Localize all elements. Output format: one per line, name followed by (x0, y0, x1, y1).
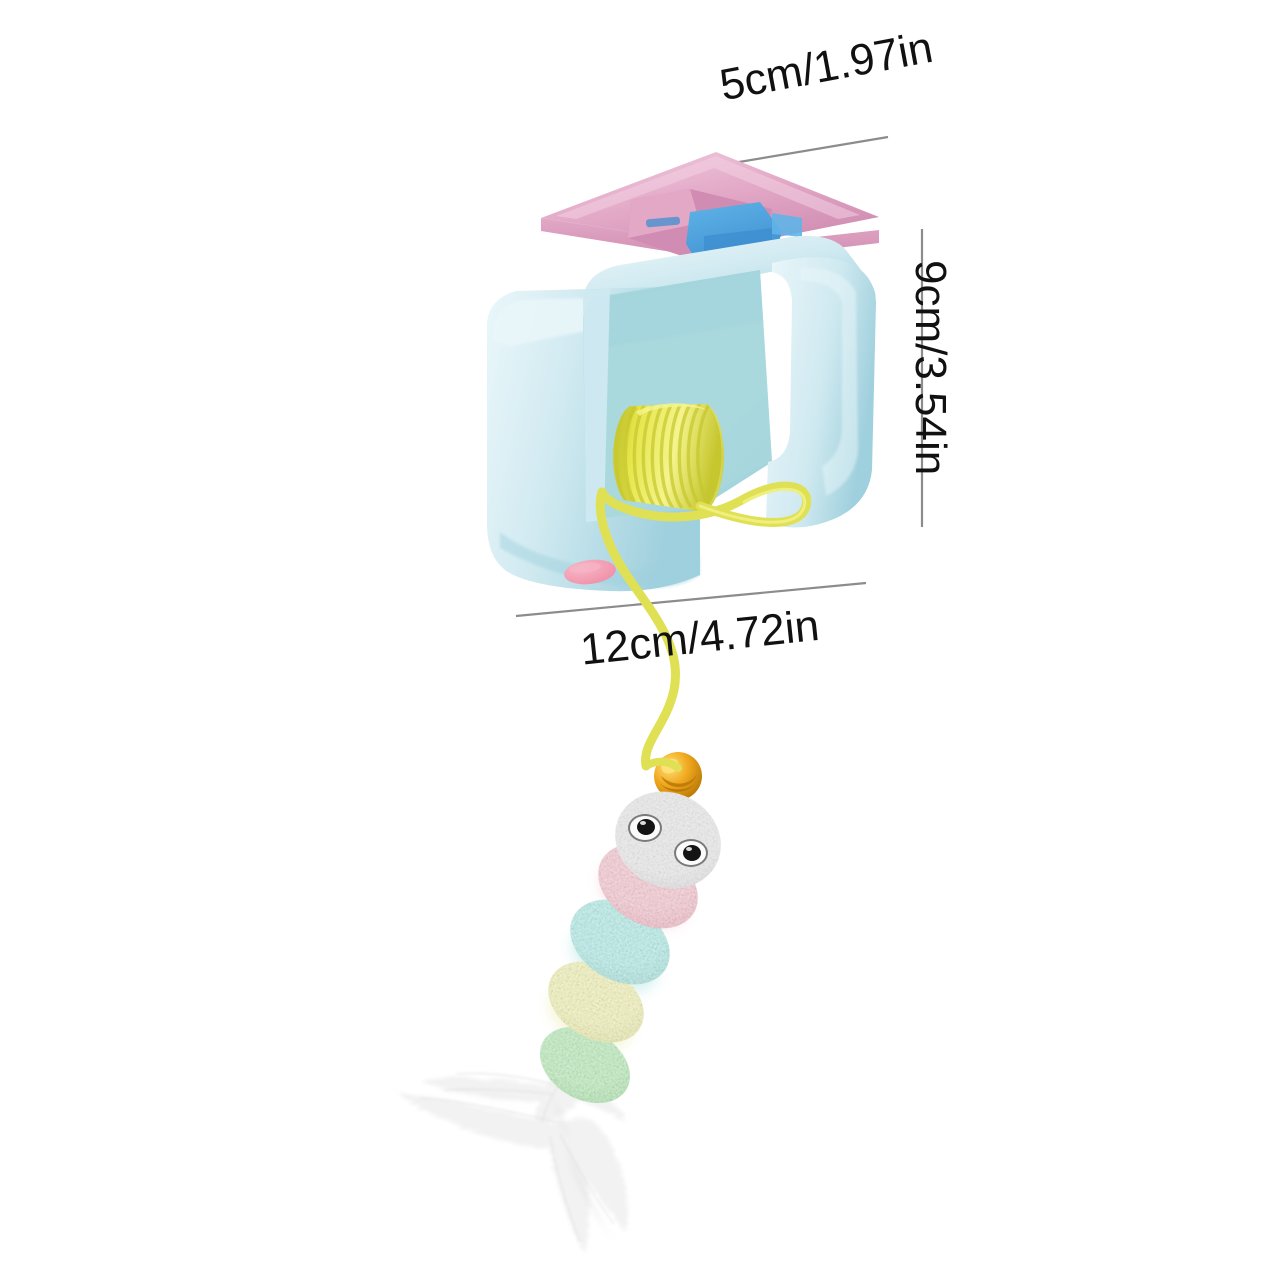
jingle-bell-group (642, 752, 702, 800)
housing-right-arm-highlight (800, 267, 858, 496)
dimension-label-height: 9cm/3.54in (906, 260, 955, 476)
housing-bottom-shade (500, 532, 700, 589)
cord-spool-cap (703, 404, 724, 512)
housing-left-highlight (492, 298, 596, 346)
cord-spool-left-shade (613, 406, 638, 502)
bell-cord-tail (642, 757, 682, 772)
caterpillar-segment-green (540, 1027, 630, 1103)
caterpillar-eyes (628, 814, 708, 867)
power-button-highlight (569, 562, 601, 574)
feather-shade-quill (554, 1098, 570, 1140)
googly-eye-right (674, 839, 708, 867)
elastic-cord-main (595, 487, 680, 771)
feather-left-long (396, 1092, 563, 1149)
feather-shade-left (432, 1086, 540, 1104)
elastic-cord-group (595, 481, 812, 771)
housing-inner-left-wall (583, 289, 610, 522)
elastic-cord-highlight (698, 487, 807, 524)
bracket-collar-face (628, 189, 700, 238)
mount-plate-highlight (556, 156, 860, 219)
cord-spool-body (613, 404, 722, 512)
housing-group (486, 235, 876, 592)
caterpillar-group (540, 791, 721, 1103)
feather-lower-center (547, 1120, 590, 1254)
cord-spool-group (613, 403, 724, 512)
dimension-line-depth (515, 581, 867, 618)
jingle-bell-slot (659, 782, 696, 792)
bracket-tab-right (772, 213, 802, 237)
bracket-slot (645, 216, 681, 228)
housing-inner-top-shade (590, 270, 772, 350)
dimension-lines (515, 135, 924, 618)
jingle-bell-mouth (661, 774, 697, 788)
googly-eye-left (628, 814, 662, 842)
dimension-line-width (732, 135, 889, 165)
cord-spool-highlight (636, 403, 706, 416)
feather-barbs (419, 1069, 615, 1243)
